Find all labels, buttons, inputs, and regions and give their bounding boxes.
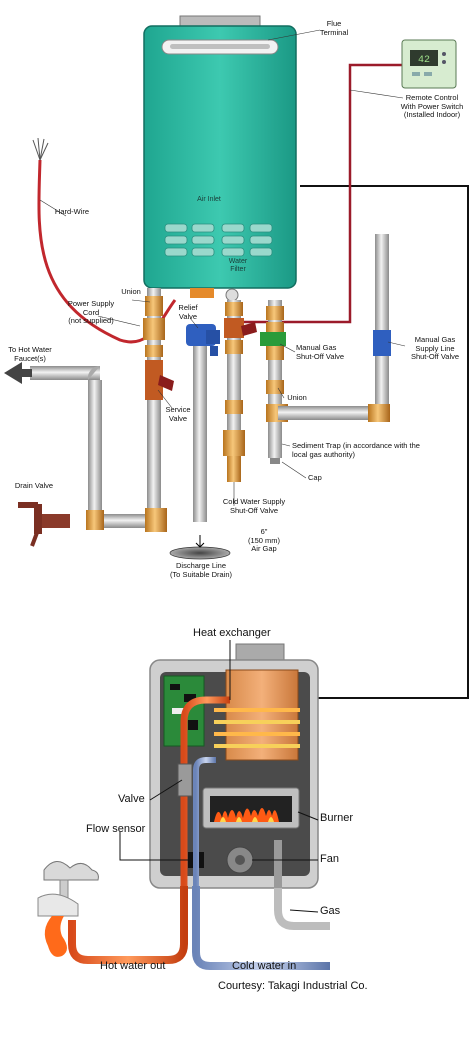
label-remote-control: Remote Control With Power Switch (Instal… xyxy=(400,93,464,119)
label-air-inlet: Air Inlet xyxy=(197,196,221,203)
gas-pipe-lower xyxy=(274,888,330,930)
label-cold-water-in: Cold water in xyxy=(232,960,297,972)
flames xyxy=(214,808,279,822)
label-gas: Gas xyxy=(320,905,341,917)
label-flow-sensor: Flow sensor xyxy=(86,823,146,835)
internal-cold-pipe xyxy=(193,757,216,886)
label-hot-water-out: Hot water out xyxy=(100,960,166,972)
control-wire xyxy=(300,185,469,699)
label-drain-valve: Drain Valve xyxy=(14,481,54,490)
label-cold-water-valve: Cold Water Supply Shut-Off Valve xyxy=(222,497,286,515)
label-power-supply-cord: Power Supply Cord (not supplied) xyxy=(67,299,115,325)
label-service-valve: Service Valve xyxy=(165,405,191,423)
hot-water-piping xyxy=(4,288,167,532)
hard-wire-strands xyxy=(32,137,49,161)
relief-valve-icon xyxy=(186,324,220,522)
label-air-gap: 6" (150 mm) Air Gap xyxy=(247,527,281,553)
internal-hot-pipe xyxy=(180,696,230,886)
label-burner: Burner xyxy=(320,812,354,824)
label-fan: Fan xyxy=(320,853,339,865)
service-valve-handle xyxy=(158,375,174,391)
label-cap: Cap xyxy=(308,473,322,482)
water-heater-unit xyxy=(143,15,297,302)
label-hard-wire: Hard-Wire xyxy=(54,207,90,216)
label-valve: Valve xyxy=(118,793,145,805)
label-union-right: Union xyxy=(287,393,307,402)
hot-water-stream xyxy=(44,916,67,957)
discharge-drain xyxy=(169,546,231,560)
leader-lines xyxy=(39,29,406,506)
label-to-hot-water: To Hot Water Faucet(s) xyxy=(8,345,52,363)
drain-valve-icon xyxy=(18,502,70,547)
remote-wire xyxy=(240,63,402,324)
remote-display: 42 xyxy=(418,55,430,66)
cutaway-water-heater xyxy=(149,643,319,889)
label-courtesy: Courtesy: Takagi Industrial Co. xyxy=(218,980,368,992)
gas-piping xyxy=(260,234,391,464)
remote-control-icon: 42 xyxy=(401,39,457,89)
faucet-icon xyxy=(37,861,99,957)
cold-water-in-pipe xyxy=(192,886,330,970)
leader-lines-lower xyxy=(119,640,319,913)
label-discharge-line: Discharge Line (To Suitable Drain) xyxy=(169,561,233,579)
label-flue-terminal: Flue Terminal xyxy=(319,19,349,37)
label-sediment-trap: Sediment Trap (in accordance with the lo… xyxy=(292,441,420,459)
air-inlet-grille xyxy=(164,223,273,257)
label-water-filter: Water Filter xyxy=(228,258,248,273)
hot-water-out-pipe xyxy=(68,886,188,964)
label-union-top: Union xyxy=(121,287,141,296)
label-manual-gas-supply: Manual Gas Supply Line Shut-Off Valve xyxy=(410,335,460,361)
label-heat-exchanger: Heat exchanger xyxy=(193,627,271,639)
heat-exchanger-coils xyxy=(214,708,300,748)
cold-water-piping xyxy=(223,300,257,482)
label-relief-valve: Relief Valve xyxy=(178,303,198,321)
label-manual-gas-valve: Manual Gas Shut-Off Valve xyxy=(296,343,345,361)
